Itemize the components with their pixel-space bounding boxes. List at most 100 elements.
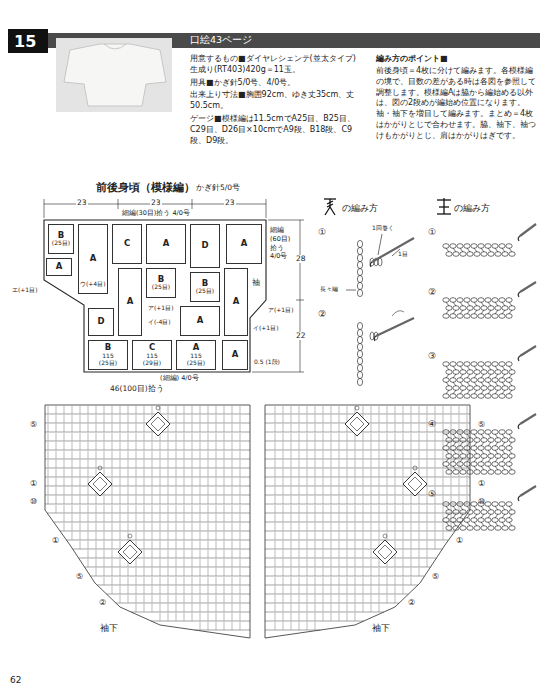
sleeve-chart-stroke	[216, 559, 217, 567]
diagram-label: ア(+1目)	[148, 304, 174, 312]
step-illustration-stroke	[488, 302, 491, 306]
sleeve-chart-stroke	[403, 523, 404, 531]
pattern-block: A	[146, 224, 186, 264]
sleeve-chart-stroke	[387, 514, 388, 522]
sleeve-chart-stroke	[371, 550, 372, 558]
sleeve-chart-stroke	[88, 532, 89, 540]
sleeve-chart-stroke	[443, 532, 444, 540]
diagram-label: 袖下	[372, 622, 390, 634]
step-illustration-stroke	[460, 438, 466, 443]
sleeve-chart-stroke	[331, 406, 332, 414]
sleeve-chart-stroke	[120, 442, 121, 450]
sleeve-chart-stroke	[275, 586, 276, 594]
sleeve-chart-stroke	[240, 613, 241, 621]
sleeve-chart-stroke	[208, 550, 209, 558]
sleeve-chart-stroke	[168, 568, 169, 576]
sleeve-chart-stroke	[200, 460, 201, 468]
page-text: 出来上り寸法■胸囲92cm、ゆき丈35cm、丈50.5cm。	[190, 90, 362, 112]
sleeve-chart-stroke	[291, 568, 292, 576]
sleeve-chart-stroke	[387, 451, 388, 459]
sleeve-chart-stroke	[136, 514, 137, 522]
sleeve-chart-stroke	[371, 460, 372, 468]
sleeve-chart-stroke	[192, 406, 193, 414]
sleeve-chart-stroke	[339, 568, 340, 576]
sleeve-chart-stroke	[176, 406, 177, 414]
sleeve-chart-stroke	[224, 514, 225, 522]
sleeve-chart-stroke	[224, 523, 225, 531]
step-illustration-stroke	[357, 247, 362, 254]
sleeve-chart-stroke	[299, 415, 300, 423]
sleeve-chart-stroke	[350, 417, 364, 431]
sleeve-chart-stroke	[104, 415, 105, 423]
sleeve-chart-stroke	[128, 505, 129, 513]
step-illustration-stroke	[518, 236, 520, 241]
step-illustration-stroke	[495, 370, 501, 375]
step-illustration-stroke	[509, 310, 512, 314]
sleeve-chart-stroke	[379, 442, 380, 450]
sleeve-chart-stroke	[371, 442, 372, 450]
sleeve-chart-stroke	[403, 433, 404, 441]
sleeve-chart-stroke	[307, 604, 308, 612]
sleeve-chart-stroke	[435, 505, 436, 513]
sleeve-chart-stroke	[347, 442, 348, 450]
step-illustration-stroke	[502, 374, 505, 378]
sleeve-chart-stroke	[315, 505, 316, 513]
step-illustration-stroke	[520, 346, 536, 356]
sleeve-chart-stroke	[208, 604, 209, 612]
schematic-outline-stroke	[44, 199, 45, 218]
sleeve-chart-stroke	[168, 514, 169, 522]
sleeve-chart-stroke	[45, 459, 250, 460]
sleeve-chart-stroke	[184, 496, 185, 504]
sleeve-chart-stroke	[275, 442, 276, 450]
sleeve-chart-stroke	[403, 460, 404, 468]
sleeve-chart-stroke	[72, 424, 73, 432]
sleeve-chart-stroke	[232, 469, 233, 477]
step-illustration-stroke	[446, 382, 449, 386]
step-illustration-stroke	[495, 434, 498, 438]
sleeve-chart-stroke	[84, 567, 250, 568]
page-text: 口絵43ページ	[190, 34, 252, 47]
sleeve-chart-stroke	[184, 415, 185, 423]
sleeve-chart-stroke	[403, 586, 404, 594]
sleeve-chart-stroke	[128, 487, 129, 495]
step-illustration-stroke	[446, 302, 449, 306]
sleeve-chart-stroke	[347, 478, 348, 486]
step-illustration-stroke	[376, 318, 414, 336]
step-illustration-stroke	[460, 510, 466, 515]
sleeve-chart-stroke	[240, 622, 241, 630]
sleeve-chart-stroke	[176, 613, 177, 621]
sleeve-chart-stroke	[275, 460, 276, 468]
sleeve-chart-stroke	[224, 541, 225, 549]
step-illustration-stroke	[502, 386, 508, 391]
sleeve-chart-stroke	[451, 496, 452, 504]
diagram-label: 28	[295, 255, 307, 263]
step-illustration-stroke	[372, 238, 414, 262]
sleeve-chart-stroke	[96, 424, 97, 432]
sleeve-chart-stroke	[104, 433, 105, 441]
step-illustration-stroke	[509, 526, 515, 531]
sleeve-chart-stroke	[403, 442, 404, 450]
sleeve-chart-stroke	[435, 532, 436, 540]
step-illustration-stroke	[488, 454, 494, 459]
step-illustration-stroke	[499, 430, 505, 435]
sleeve-chart-stroke	[371, 532, 372, 540]
sleeve-chart-stroke	[88, 460, 89, 468]
sleeve-chart-stroke	[48, 460, 49, 468]
sleeve-chart-stroke	[408, 477, 422, 491]
sleeve-chart-stroke	[128, 442, 129, 450]
step-illustration-stroke	[446, 506, 449, 510]
sleeve-chart-stroke	[459, 442, 460, 450]
sleeve-chart-stroke	[467, 424, 468, 432]
sleeve-chart-stroke	[299, 532, 300, 540]
sleeve-chart-stroke	[307, 577, 308, 585]
pattern-letter: A	[193, 343, 200, 353]
sleeve-chart-stroke	[232, 568, 233, 576]
sleeve-chart-stroke	[355, 613, 356, 621]
sleeve-chart-stroke	[307, 451, 308, 459]
sleeve-chart-stroke	[184, 451, 185, 459]
step-illustration-stroke	[357, 336, 362, 343]
sleeve-chart-stroke	[299, 550, 300, 558]
sleeve-chart-stroke	[200, 433, 201, 441]
sleeve-chart-stroke	[200, 568, 201, 576]
step-illustration-stroke	[464, 394, 470, 399]
